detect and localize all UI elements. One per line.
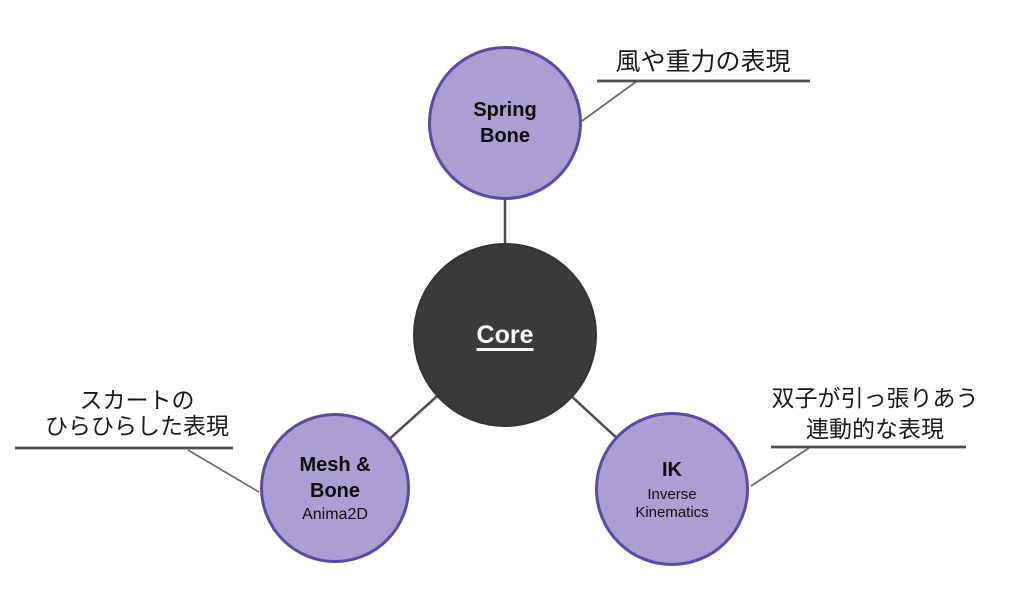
node-spring-bone: Spring Bone	[428, 46, 582, 200]
node-core-label: Core	[476, 320, 534, 349]
node-mesh-bone: Mesh & Bone Anima2D	[260, 413, 410, 563]
node-ik-label: IK	[662, 458, 682, 481]
node-core: Core	[413, 243, 597, 427]
node-ik: IK Inverse Kinematics	[595, 412, 749, 566]
node-mesh-bone-label: Mesh & Bone	[299, 454, 371, 502]
leader-ik-annotation	[750, 447, 810, 487]
annotation-wind-gravity: 風や重力の表現	[615, 48, 791, 76]
leader-spring-bone-annotation	[581, 80, 638, 122]
node-ik-sublabel: Inverse Kinematics	[635, 485, 709, 521]
node-mesh-bone-sublabel: Anima2D	[302, 506, 368, 523]
leader-mesh-bone-annotation	[187, 449, 260, 493]
annotation-twins-linked: 双子が引っ張りあう 連動的な表現	[771, 385, 979, 442]
node-spring-bone-label: Spring Bone	[473, 99, 537, 147]
annotation-skirt-flutter: スカートの ひらひらした表現	[45, 387, 229, 439]
